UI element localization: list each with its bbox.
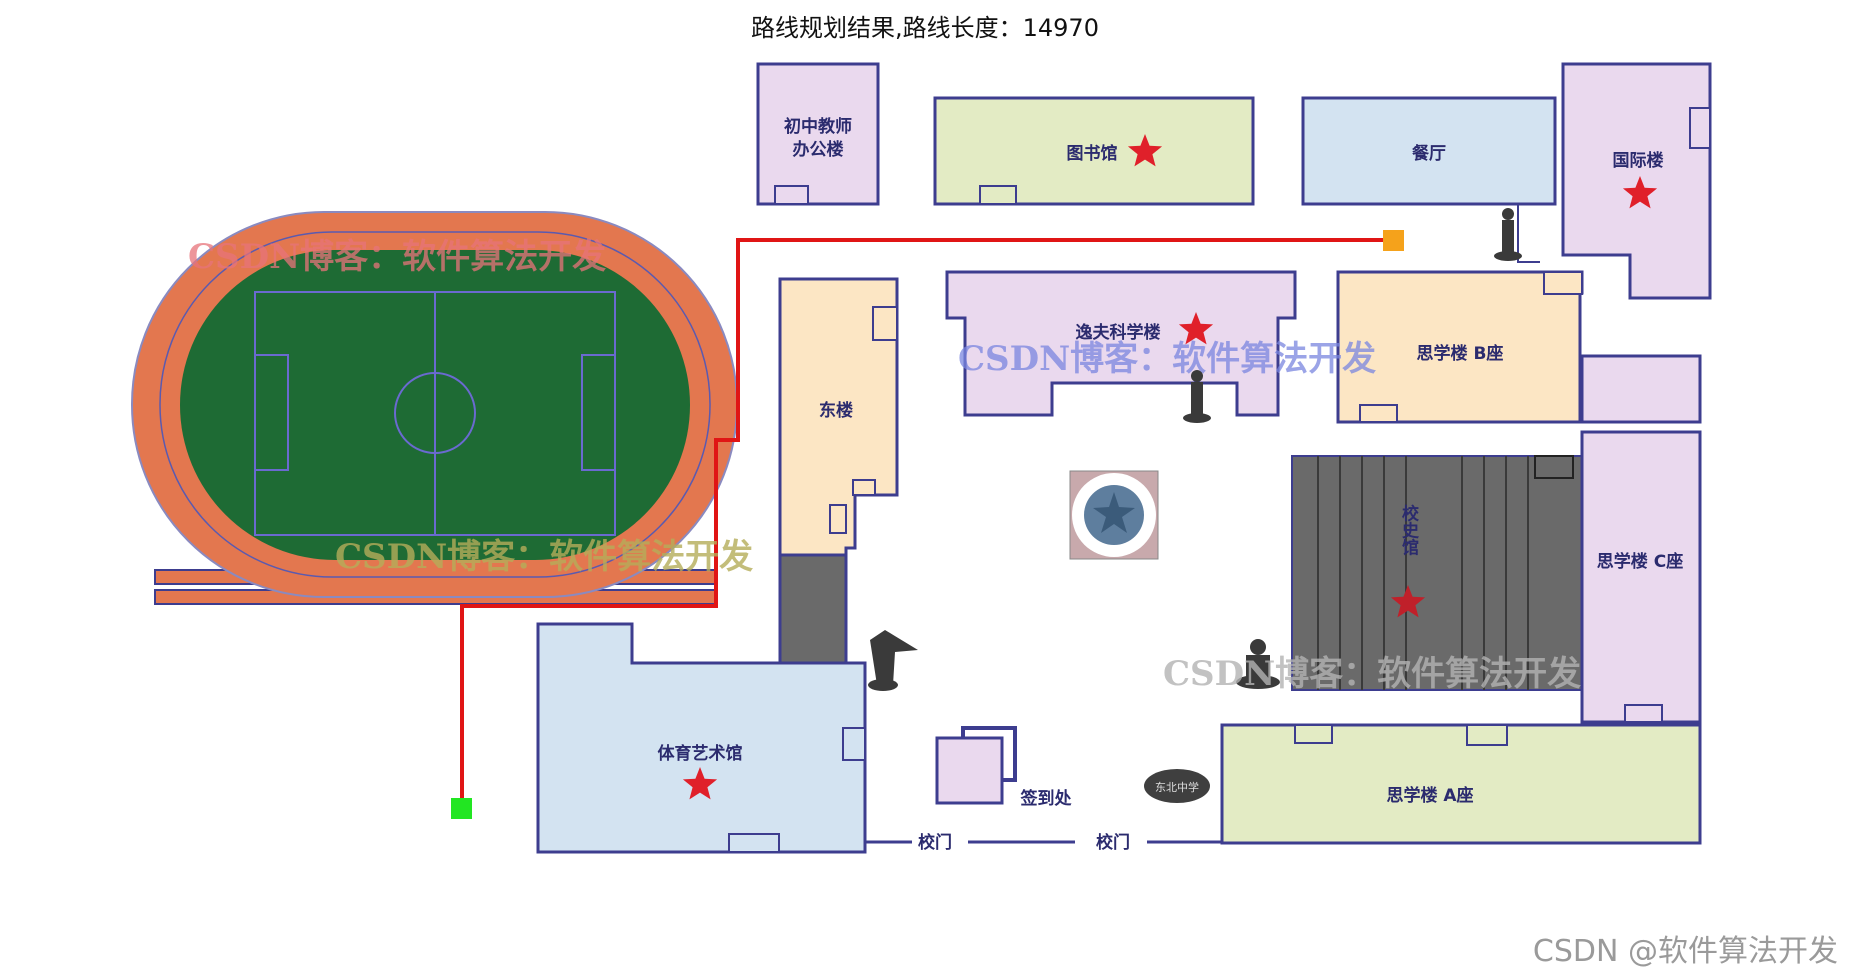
watermark: CSDN博客：软件算法开发 — [1163, 654, 1581, 694]
walkway — [1517, 204, 1540, 263]
gate-label-1[interactable]: 校门 — [918, 832, 952, 853]
label-junior-office-1: 初中教师 — [784, 116, 852, 137]
building-siyuan-a[interactable]: 思学楼 A座 — [1220, 723, 1702, 845]
rock-text: 东北中学 — [1155, 780, 1199, 794]
building-sports-art[interactable]: 体育艺术馆 — [536, 622, 867, 854]
building-siyuan-c[interactable]: 思学楼 C座 — [1580, 430, 1702, 724]
track-inner-line — [159, 231, 711, 578]
route-end-marker — [1383, 230, 1404, 251]
label-east: 东楼 — [819, 400, 853, 421]
building-junior-office[interactable]: 初中教师 办公楼 — [756, 62, 880, 206]
map-title: 路线规划结果,路线长度：14970 — [751, 14, 1099, 42]
center-circle — [394, 372, 476, 454]
building-canteen[interactable]: 餐厅 — [1301, 96, 1557, 206]
gate-label-2[interactable]: 校门 — [1096, 832, 1130, 853]
building-science[interactable]: 逸夫科学楼 — [945, 270, 1297, 417]
label-history: 校史馆 — [1398, 503, 1419, 556]
building-checkin[interactable]: 签到处 — [935, 726, 1073, 809]
label-siyuan-b: 思学楼 B座 — [1417, 343, 1504, 364]
statue-icon — [1494, 208, 1522, 261]
label-sports-art: 体育艺术馆 — [658, 743, 743, 764]
csdn-footer: CSDN @软件算法开发 — [1532, 934, 1838, 969]
watermark: CSDN博客：软件算法开发 — [188, 237, 606, 277]
statue-icon — [1183, 370, 1211, 423]
route-start-marker — [451, 798, 472, 819]
gate-area: 校门 校门 — [865, 832, 1222, 853]
planned-route — [460, 238, 1393, 808]
star-icon — [682, 767, 718, 800]
history-stripes — [1317, 456, 1529, 690]
label-canteen: 餐厅 — [1412, 143, 1446, 164]
star-icon — [1178, 312, 1214, 345]
label-library: 图书馆 — [1067, 143, 1118, 164]
statue-icon — [1236, 639, 1280, 689]
star-icon — [1127, 134, 1163, 167]
label-siyuan-a: 思学楼 A座 — [1386, 785, 1473, 806]
label-science: 逸夫科学楼 — [1076, 322, 1161, 343]
rock: 东北中学 — [1144, 769, 1210, 803]
penalty-box-left — [254, 354, 289, 471]
building-corner-c-top — [1580, 354, 1702, 424]
building-library[interactable]: 图书馆 — [933, 96, 1255, 206]
star-icon — [1390, 585, 1426, 618]
label-international: 国际楼 — [1613, 150, 1664, 171]
building-history[interactable]: 校史馆 — [1291, 455, 1584, 691]
building-siyuan-b[interactable]: 思学楼 B座 — [1336, 270, 1584, 424]
star-icon — [1622, 176, 1658, 209]
label-siyuan-c: 思学楼 C座 — [1597, 551, 1683, 572]
monument — [1069, 470, 1159, 560]
label-junior-office-2: 办公楼 — [793, 139, 844, 160]
penalty-box-right — [581, 354, 616, 471]
building-international[interactable]: 国际楼 — [1561, 62, 1712, 300]
watermark: CSDN博客：软件算法开发 — [335, 537, 753, 577]
watermark: CSDN博客：软件算法开发 — [958, 339, 1376, 379]
building-east[interactable]: 东楼 — [778, 277, 899, 667]
stadium — [131, 211, 738, 605]
label-checkin: 签到处 — [1020, 788, 1073, 809]
statue-icon — [868, 630, 918, 691]
